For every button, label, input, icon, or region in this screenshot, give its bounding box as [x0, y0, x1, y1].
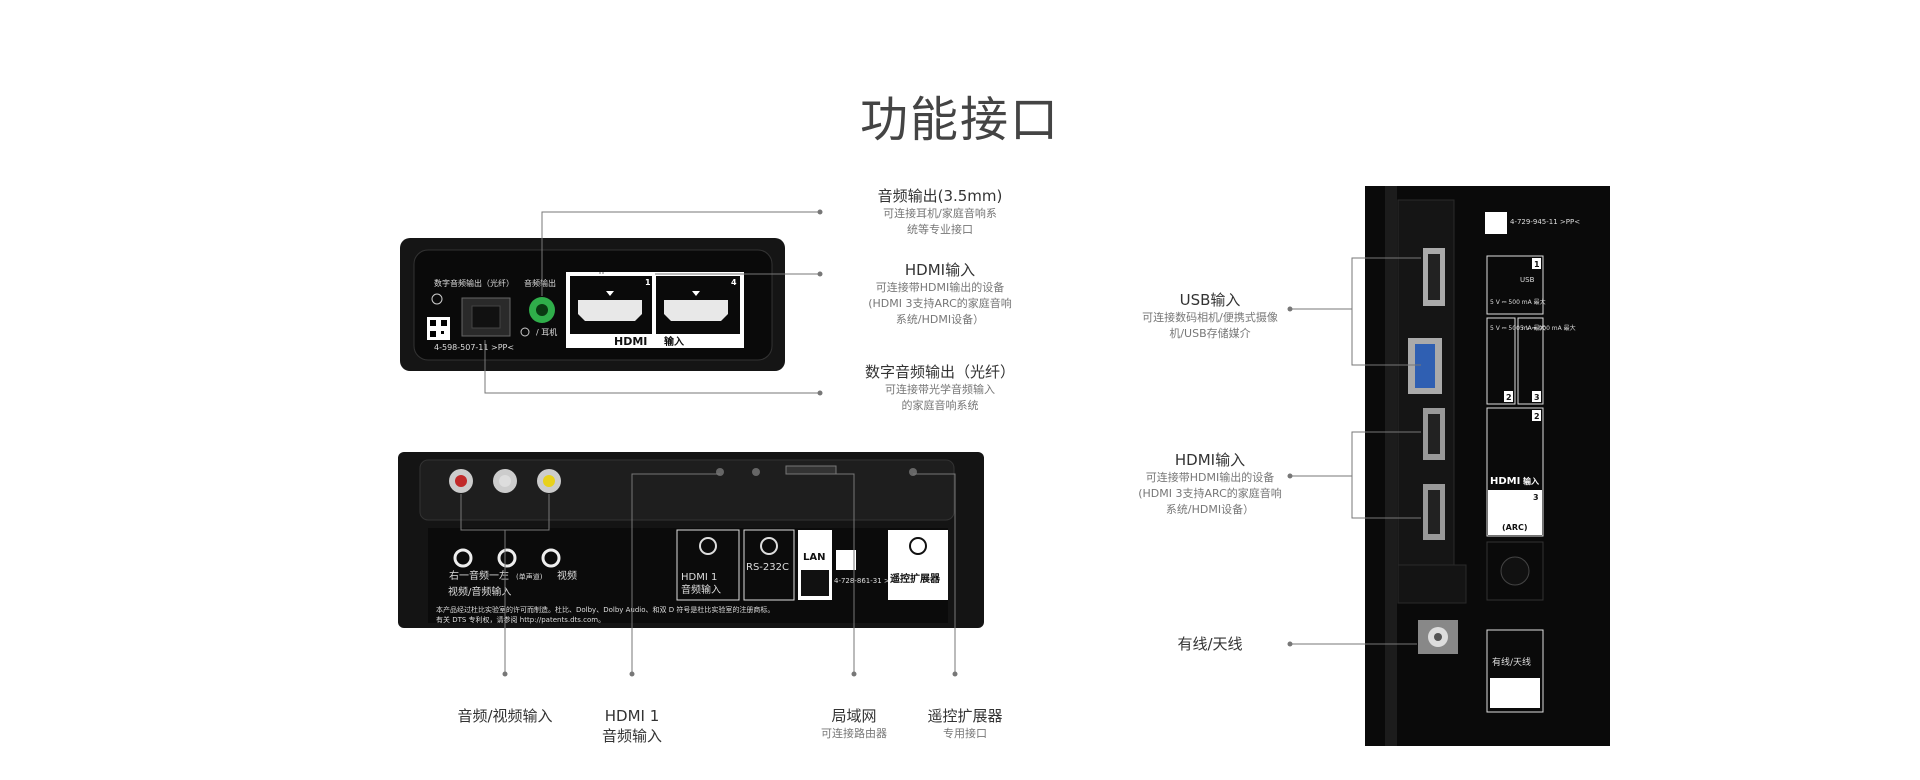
callout-desc: (HDMI 3支持ARC的家庭音响 [868, 297, 1012, 310]
hdmi-port-4 [664, 300, 728, 321]
panel2-serial: 4-728-861-31 >PP< [834, 577, 904, 585]
hdmi-port-number-4: 4 [731, 278, 737, 287]
callout-title: HDMI输入 [904, 261, 976, 279]
hdmi2-num: 2 [1534, 412, 1540, 421]
panel3-hdmi-suffix: 输入 [1523, 476, 1539, 486]
usb1-num: 1 [1534, 260, 1540, 269]
legal-line-2: 有关 DTS 专利权，请参阅 http://patents.dts.com。 [436, 615, 605, 624]
callout-desc: 可连接路由器 [821, 727, 887, 740]
callout-desc: 可连接带HDMI输出的设备 [875, 281, 1005, 294]
callout-title: HDMI输入 [1174, 451, 1246, 469]
callout-audio-out: 音频输出(3.5mm) 可连接耳机/家庭音响系 统等专业接口 [820, 186, 1060, 238]
callout-title: USB输入 [1179, 291, 1241, 309]
hdmi-label-suffix: 输入 [664, 335, 684, 348]
hdmi-label-text: HDMI [614, 335, 647, 348]
usb1-label: USB [1520, 276, 1535, 284]
optical-label: 数字音频输出（光纤） [434, 278, 514, 288]
callout-hdmi1-audio: HDMI 1 音频输入 [572, 706, 692, 746]
callout-desc: 系统/HDMI设备） [895, 313, 985, 326]
callout-desc: 系统/HDMI设备） [1165, 503, 1255, 516]
panel3-antenna-label: 有线/天线 [1492, 656, 1531, 668]
callout-desc: 可连接带HDMI输出的设备 [1145, 471, 1275, 484]
callout-desc: 可连接带光学音频输入 [885, 383, 995, 396]
hdmi1-audio-label: 音频输入 [681, 583, 721, 596]
mono-label: (单声道) [516, 572, 543, 581]
callout-title: 音频/视频输入 [457, 707, 553, 725]
ir-blaster-jack-icon [909, 537, 927, 555]
usb2-num: 2 [1506, 393, 1512, 402]
hdmi-port-number-1: 1 [645, 278, 651, 287]
rs232-label: RS-232C [746, 562, 789, 573]
qr-code-icon-3 [1485, 212, 1507, 234]
panel3-serial: 4-729-945-11 >PP< [1510, 218, 1580, 226]
callout-desc: 机/USB存储媒介 [1169, 327, 1251, 340]
hdmi1-label: HDMI 1 [681, 572, 717, 583]
audio-l-jack-icon [497, 548, 517, 568]
callout-optical: 数字音频输出（光纤） 可连接带光学音频输入 的家庭音响系统 [820, 362, 1060, 414]
callout-usb: USB输入 可连接数码相机/便携式摄像 机/USB存储媒介 [1100, 290, 1320, 342]
antenna-icon [1490, 678, 1540, 708]
usb3-num: 3 [1534, 393, 1540, 402]
callout-hdmi-top: HDMI输入 可连接带HDMI输出的设备 (HDMI 3支持ARC的家庭音响 系… [820, 260, 1060, 328]
ir-label: 遥控扩展器 [890, 572, 941, 585]
hdmi-port-1 [578, 300, 642, 321]
legal-line-1: 本产品经过杜比实验室的许可而制造。杜比、Dolby、Dolby Audio、和双… [436, 605, 774, 614]
callout-desc: 的家庭音响系统 [901, 399, 979, 412]
callout-title: 有线/天线 [1177, 635, 1243, 653]
panel-side-ports: 4-729-945-11 >PP< 1 USB 5 V ⎓ 500 mA 最大 … [1365, 186, 1610, 746]
panel1-serial: 4-598-507-11 >PP< [434, 343, 514, 352]
video-jack-icon [541, 548, 561, 568]
callout-title: 局域网 [831, 707, 877, 725]
av-in-label: 视频/音频输入 [448, 585, 511, 598]
audio-r-jack-icon [453, 548, 473, 568]
callout-desc: 专用接口 [943, 727, 987, 740]
callout-ir: 遥控扩展器 专用接口 [905, 706, 1025, 742]
callout-av-in: 音频/视频输入 [430, 706, 580, 726]
qr-code-icon-2 [836, 550, 856, 570]
callout-title: 数字音频输出（光纤） [864, 363, 1015, 381]
callout-desc: (HDMI 3支持ARC的家庭音响 [1138, 487, 1282, 500]
video-label: 视频 [557, 569, 577, 582]
callout-desc: 统等专业接口 [907, 223, 973, 236]
headphone-label: / 耳机 [536, 327, 557, 337]
callout-hdmi-right: HDMI输入 可连接带HDMI输出的设备 (HDMI 3支持ARC的家庭音响 系… [1100, 450, 1320, 518]
usb1-spec: 5 V ⎓ 500 mA 最大 [1490, 298, 1546, 306]
page-title: 功能接口 [859, 92, 1060, 148]
av-row-label: 右一音频一左 [449, 569, 509, 582]
callout-title-2: 音频输入 [601, 727, 662, 745]
panel3-hdmi-label: HDMI [1490, 476, 1520, 487]
optical-symbol-icon [431, 293, 443, 305]
lan-port [801, 570, 829, 596]
arc-label: (ARC) [1502, 523, 1528, 532]
lan-label: LAN [803, 552, 825, 563]
callout-antenna: 有线/天线 [1100, 634, 1320, 654]
callout-title: HDMI 1 [604, 707, 660, 725]
hdmi1-audio-jack-icon [699, 537, 717, 555]
hdmi3-num: 3 [1533, 493, 1539, 502]
rs232-jack-icon [760, 537, 778, 555]
callout-desc: 可连接数码相机/便携式摄像 [1142, 311, 1278, 324]
callout-desc: 可连接耳机/家庭音响系 [883, 207, 997, 220]
usb2-spec: 5 V ⎓ 500 mA 最大 [1490, 324, 1546, 332]
headphone-icon [520, 327, 530, 337]
audio-out-label: 音频输出 [524, 278, 556, 288]
callout-lan: 局域网 可连接路由器 [794, 706, 914, 742]
panel-bottom-ports: 右一音频一左 (单声道) 视频 视频/音频输入 HDMI 1 音频输入 RS-2… [398, 452, 984, 628]
callout-title: 遥控扩展器 [927, 707, 1003, 725]
panel-top-ports: 数字音频输出（光纤） 音频输出 4-598-507-11 >PP< / 耳机 1… [400, 238, 785, 371]
callout-title: 音频输出(3.5mm) [877, 187, 1003, 205]
usb3-spec: 5 V ⎓ 900 mA 最大 [1520, 324, 1576, 332]
